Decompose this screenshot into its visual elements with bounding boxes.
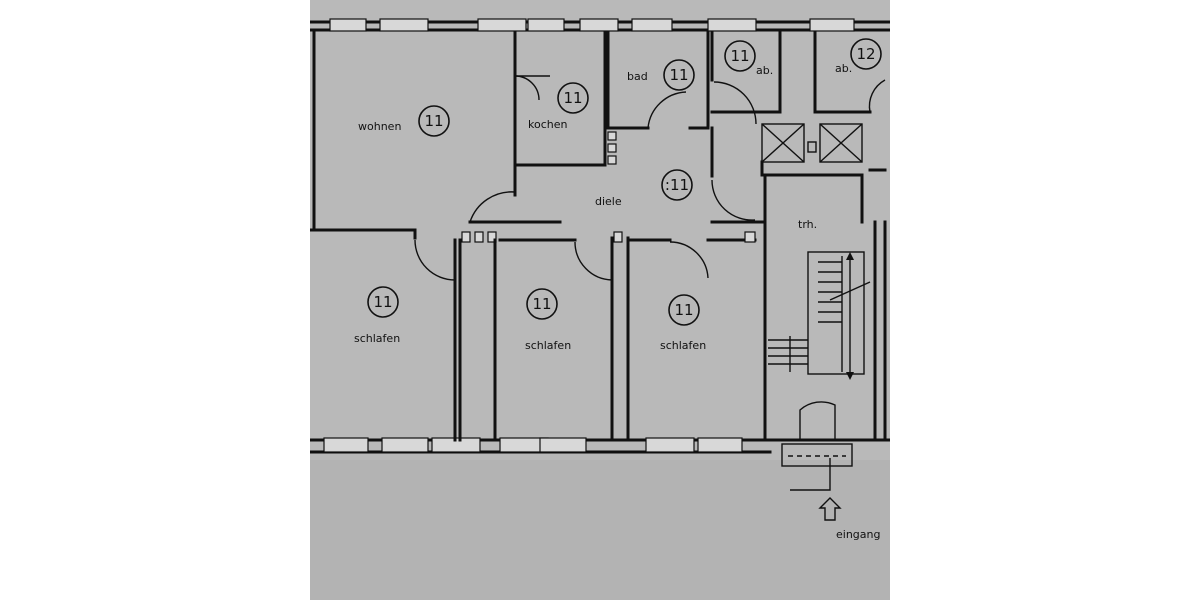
ab1-number: 11 xyxy=(730,47,749,65)
room-kochen xyxy=(513,30,617,167)
diele-number: :11 xyxy=(665,176,689,194)
bad-number: 11 xyxy=(669,66,688,84)
floor-plan-photo: 11 11 11 11 12 :11 11 11 11 wohnen koche… xyxy=(310,0,890,600)
stair-landing xyxy=(768,336,808,372)
stairwell-trh xyxy=(760,160,890,521)
ab1-label: ab. xyxy=(756,64,773,77)
wohnen-label: wohnen xyxy=(358,120,401,133)
schlafen3-number: 11 xyxy=(674,301,693,319)
entrance-label: eingang xyxy=(836,528,880,541)
floor-plan: 11 11 11 11 12 :11 11 11 11 wohnen koche… xyxy=(310,0,890,600)
ab2-label: ab. xyxy=(835,62,852,75)
room-diele xyxy=(468,126,767,224)
ab2-number: 12 xyxy=(856,45,875,63)
kochen-number: 11 xyxy=(563,89,582,107)
bad-label: bad xyxy=(627,70,648,83)
trh-label: trh. xyxy=(798,218,817,231)
wohnen-number: 11 xyxy=(424,112,443,130)
room-wohnen xyxy=(312,30,550,232)
bottom-wall xyxy=(310,437,772,454)
room-ab xyxy=(710,30,886,125)
entrance-arrow-icon xyxy=(818,497,842,521)
shafts xyxy=(761,123,863,163)
schlafen3-label: schlafen xyxy=(660,339,706,352)
kochen-label: kochen xyxy=(528,118,567,131)
top-wall xyxy=(310,18,890,32)
stair-steps xyxy=(818,252,871,380)
diele-label: diele xyxy=(595,195,622,208)
room-bad xyxy=(606,30,710,130)
schlafen1-number: 11 xyxy=(373,293,392,311)
bedrooms-walls xyxy=(310,228,757,442)
room-number-markers xyxy=(367,38,882,326)
schlafen2-label: schlafen xyxy=(525,339,571,352)
schlafen2-number: 11 xyxy=(532,295,551,313)
schlafen1-label: schlafen xyxy=(354,332,400,345)
